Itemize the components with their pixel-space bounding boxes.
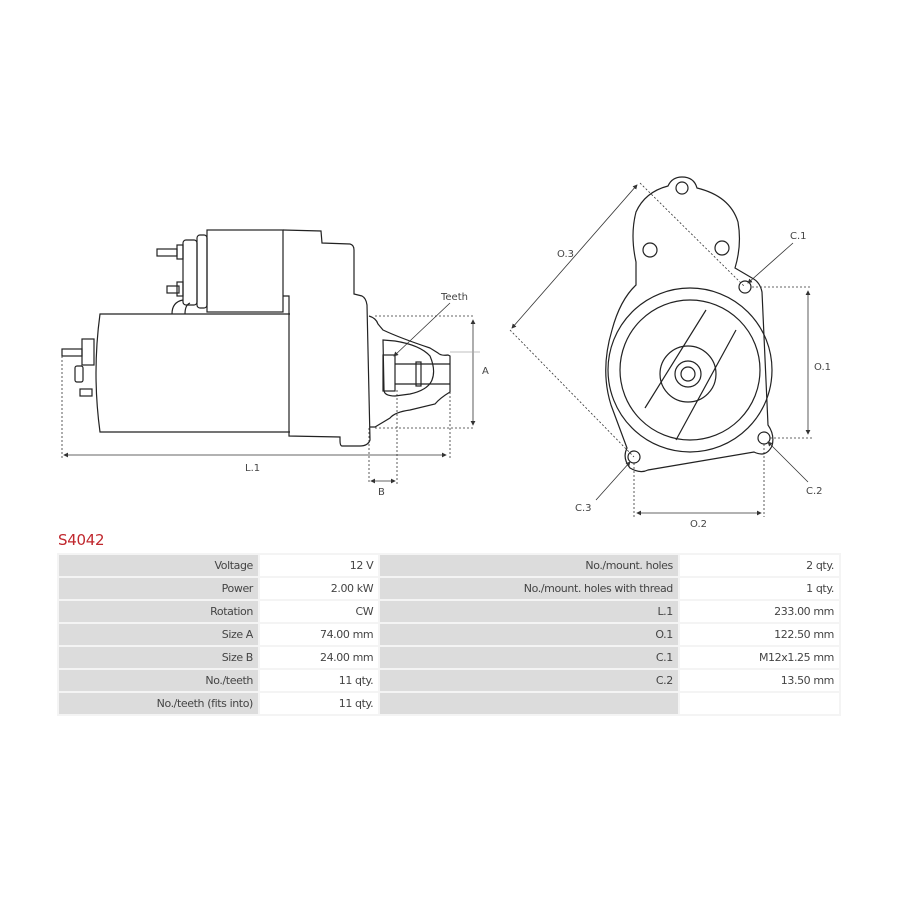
- c1-leader-line: [747, 242, 794, 284]
- spec-label: C.2: [380, 670, 678, 691]
- dimension-o3-line: [511, 184, 638, 329]
- nose-opening: [382, 339, 435, 397]
- spec-value: 233.00 mm: [679, 601, 839, 622]
- spec-value: 24.00 mm: [259, 647, 379, 668]
- pinion: [382, 354, 396, 392]
- spec-label: Size A: [59, 624, 258, 645]
- solenoid-bracket: [171, 299, 191, 315]
- side-view-dimensions: [61, 302, 480, 484]
- hub-inner-ring: [674, 360, 702, 388]
- spec-label: No./teeth: [59, 670, 258, 691]
- spec-label: No./teeth (fits into): [59, 693, 258, 714]
- c3-leader-line: [595, 461, 631, 501]
- o3-extension-lines: [509, 182, 746, 458]
- solenoid-stud-bottom: [166, 285, 180, 294]
- inner-ring: [619, 299, 761, 441]
- spec-value: 74.00 mm: [259, 624, 379, 645]
- hub: [659, 345, 717, 403]
- spec-label: Rotation: [59, 601, 258, 622]
- spec-label: Voltage: [59, 555, 258, 576]
- opening-edges: [644, 309, 737, 441]
- front-view-dimensions: [509, 182, 812, 517]
- shaft-collar: [415, 361, 422, 387]
- top-lobe-hole: [675, 181, 689, 195]
- c2-leader-line: [767, 441, 809, 483]
- front-view: [605, 176, 774, 473]
- outer-ring: [607, 287, 773, 453]
- spec-value: CW: [259, 601, 379, 622]
- right-lobe-hole: [714, 240, 730, 256]
- shaft-end: [680, 366, 696, 382]
- solenoid-nut-top: [176, 244, 184, 260]
- solenoid-body: [206, 229, 284, 313]
- spec-value: 11 qty.: [259, 693, 379, 714]
- spec-label: No./mount. holes with thread: [380, 578, 678, 599]
- dimension-l1-label: L.1: [245, 463, 260, 474]
- dimension-o1-label: O.1: [814, 362, 831, 373]
- left-lobe-hole: [642, 242, 658, 258]
- solenoid-nut-bottom: [176, 281, 184, 297]
- spec-value: 2.00 kW: [259, 578, 379, 599]
- solenoid-stud-top: [156, 248, 178, 257]
- solenoid-cap: [196, 234, 208, 309]
- spec-value: 2 qty.: [679, 555, 839, 576]
- b-extension-lines: [368, 390, 398, 484]
- side-view: [61, 229, 451, 447]
- spec-value: 11 qty.: [259, 670, 379, 691]
- spec-value: [679, 693, 839, 714]
- solenoid-terminal-block: [182, 239, 198, 306]
- spec-value: M12x1.25 mm: [679, 647, 839, 668]
- product-code: S4042: [58, 531, 105, 549]
- drive-housing: [282, 229, 371, 447]
- motor-body: [95, 313, 290, 433]
- spec-label: [380, 693, 678, 714]
- dimension-o3-label: O.3: [557, 249, 574, 260]
- o1-extension-lines: [752, 286, 812, 439]
- o2-extension-lines: [633, 444, 765, 517]
- dimension-c2-label: C.2: [806, 486, 823, 497]
- dimension-a-label: A: [482, 366, 489, 377]
- spec-value: 12 V: [259, 555, 379, 576]
- spec-label: L.1: [380, 601, 678, 622]
- dimension-c3-label: C.3: [575, 503, 592, 514]
- starter-motor-drawing: Teeth A L.1 B O.3 C.1 O.1 C.2 C.3 O.2: [61, 176, 831, 530]
- nose-housing: [368, 315, 451, 428]
- spec-value: 13.50 mm: [679, 670, 839, 691]
- spec-value: 1 qty.: [679, 578, 839, 599]
- spec-label: No./mount. holes: [380, 555, 678, 576]
- spec-row: No./teeth (fits into)11 qty.: [59, 693, 839, 714]
- spec-label: C.1: [380, 647, 678, 668]
- hole-c1: [738, 280, 752, 294]
- teeth-label: Teeth: [440, 292, 468, 303]
- spec-label: O.1: [380, 624, 678, 645]
- motor-terminal-block: [81, 338, 95, 366]
- teeth-leader-line: [393, 302, 451, 357]
- a-extension-lines: [375, 315, 475, 429]
- dimension-c1-label: C.1: [790, 231, 807, 242]
- motor-stud: [61, 348, 83, 357]
- motor-nut: [74, 365, 84, 383]
- dimension-b-label: B: [378, 487, 385, 498]
- spec-label: Power: [59, 578, 258, 599]
- motor-stud-lower: [79, 388, 93, 397]
- spec-label: Size B: [59, 647, 258, 668]
- spec-value: 122.50 mm: [679, 624, 839, 645]
- dimension-o2-label: O.2: [690, 519, 707, 530]
